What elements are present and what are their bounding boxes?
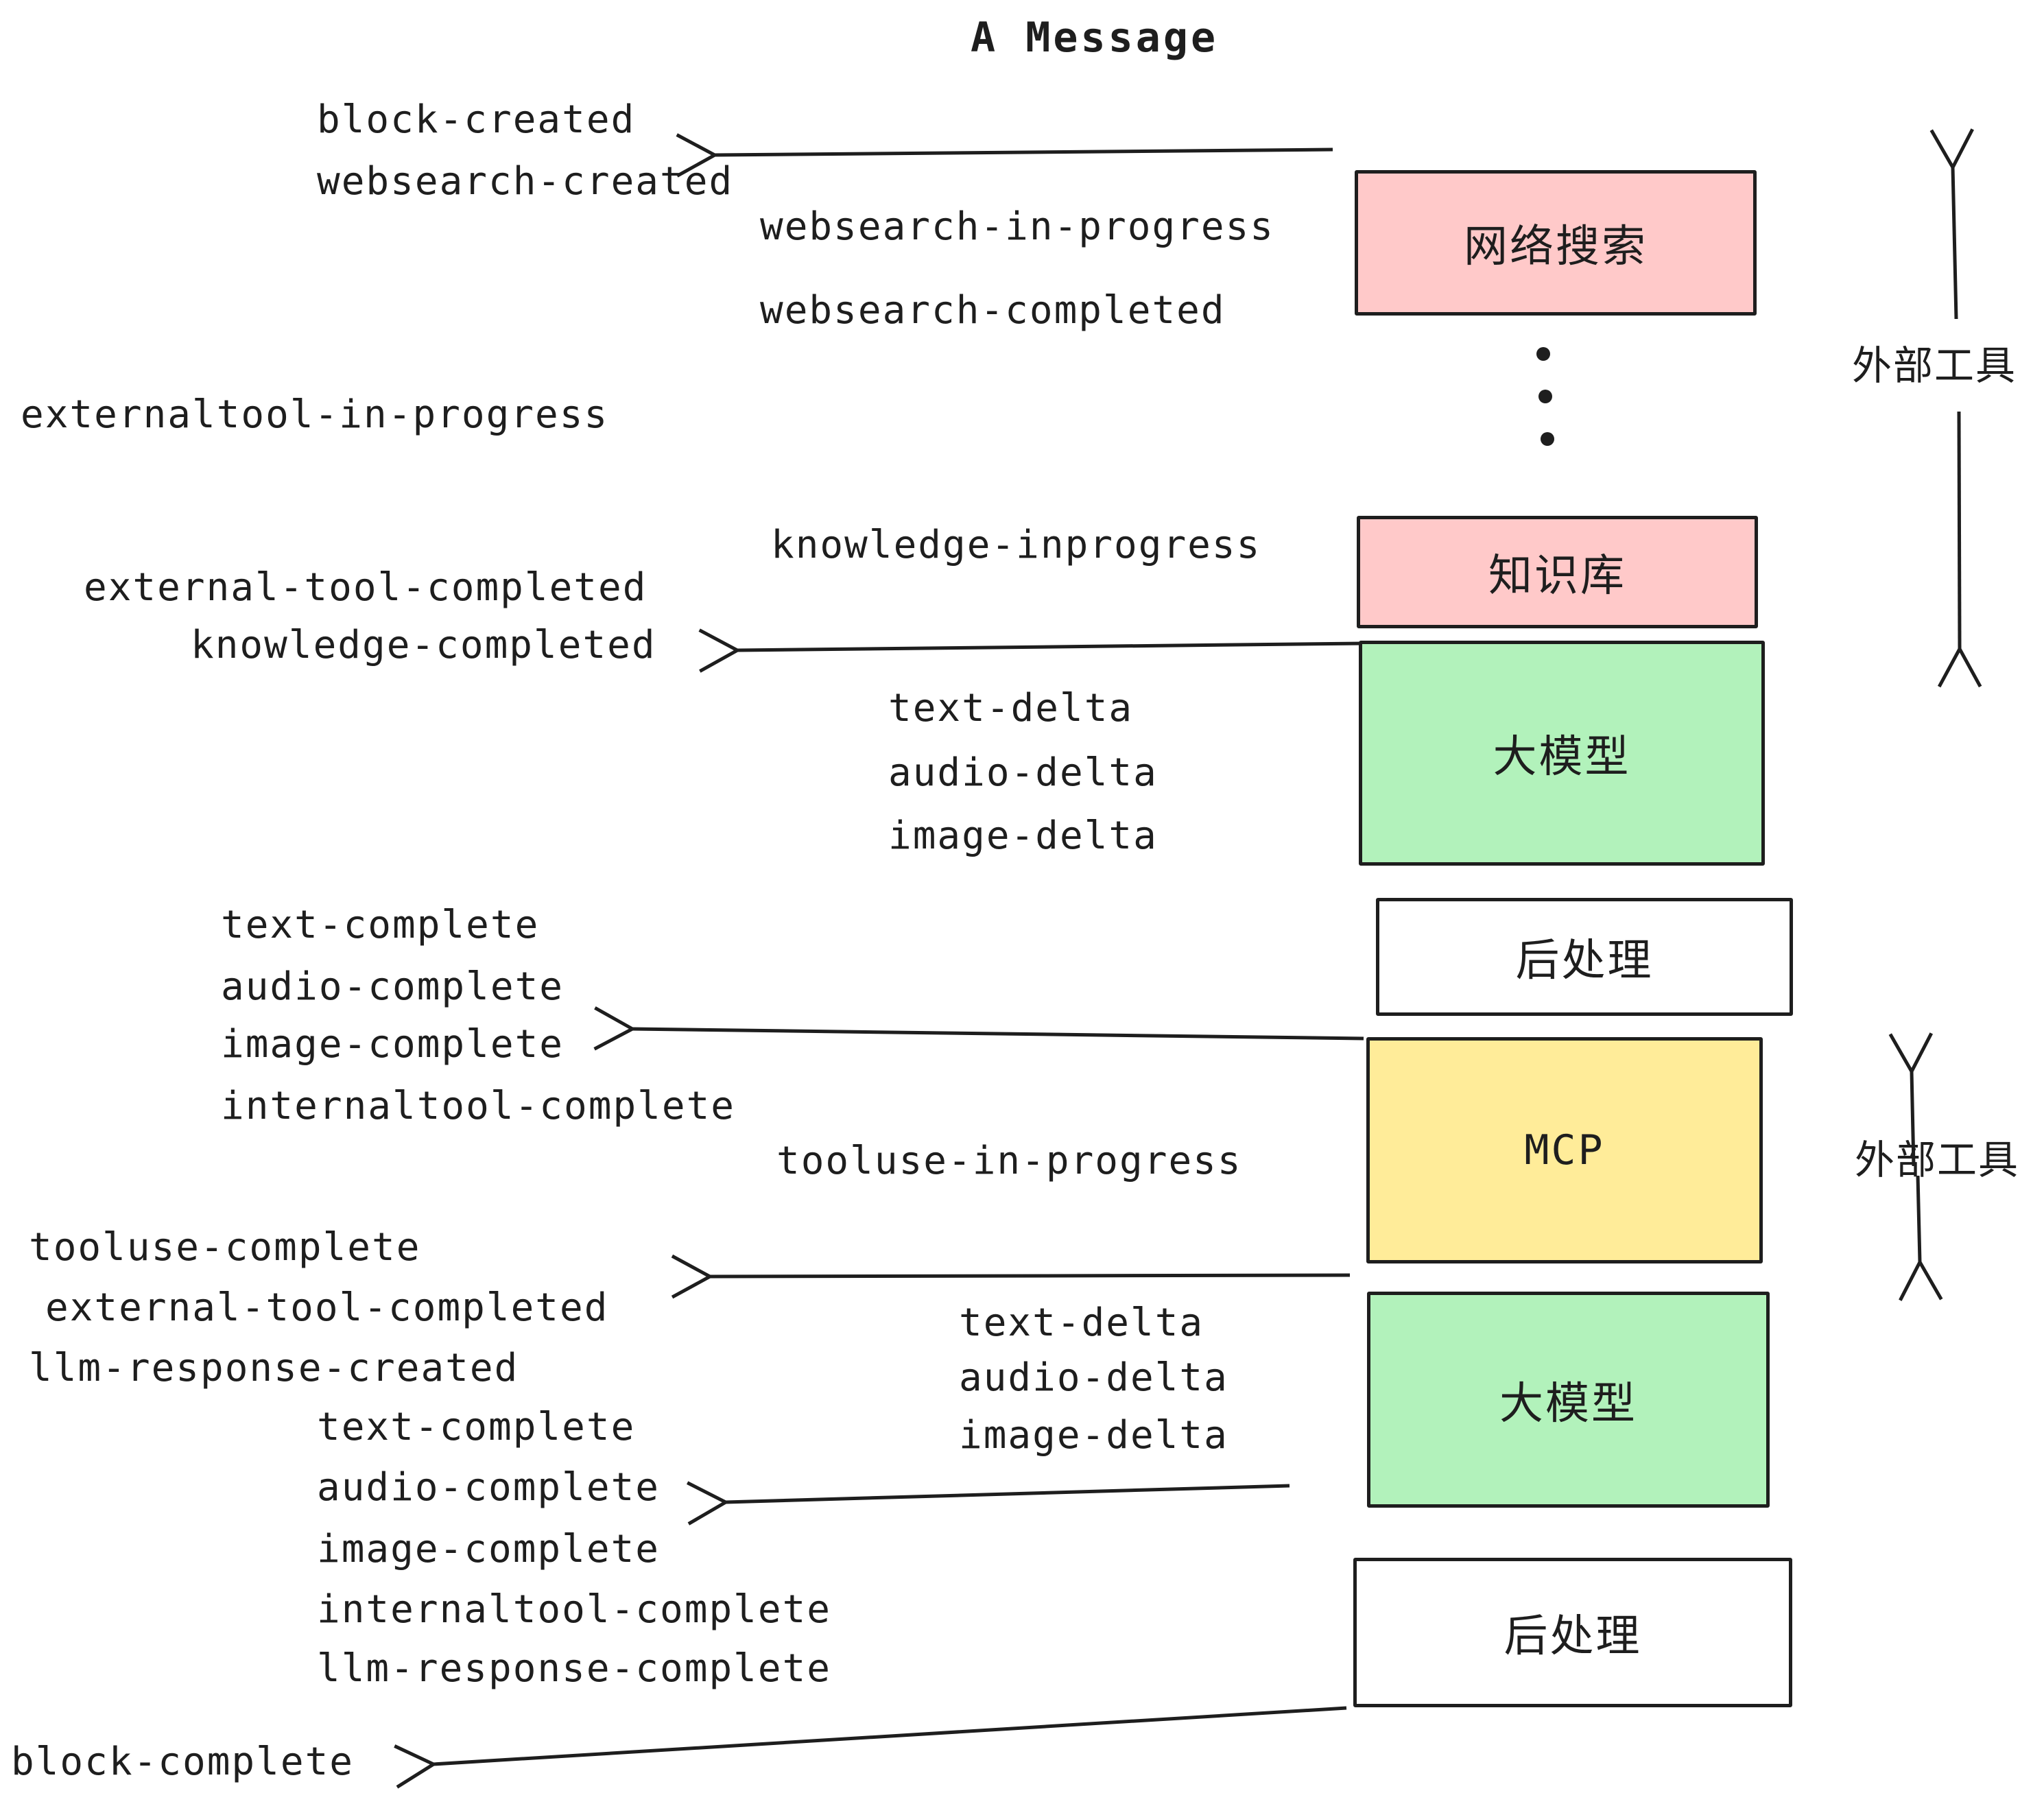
- box-llm-2-label: 大模型: [1499, 1378, 1637, 1429]
- external-tools-label-top: 外部工具: [1852, 342, 2017, 389]
- event-text-complete-1: text-complete: [221, 903, 540, 947]
- external-tools-label-mid: 外部工具: [1855, 1137, 2020, 1183]
- box-knowledge-label: 知识库: [1488, 551, 1626, 602]
- arrow-external-tools-top-down: [1959, 411, 1960, 649]
- event-audio-delta-1: audio-delta: [888, 750, 1158, 795]
- event-image-delta-2: image-delta: [959, 1413, 1228, 1458]
- box-mcp: MCP: [1366, 1037, 1763, 1263]
- box-postprocess-2-label: 后处理: [1504, 1611, 1642, 1662]
- ellipsis-dot: [1541, 432, 1554, 446]
- diagram-title: A Message: [971, 14, 1219, 62]
- event-audio-complete-1: audio-complete: [221, 964, 565, 1009]
- box-llm-2: 大模型: [1367, 1292, 1770, 1508]
- arrow-image-complete: [632, 1029, 1364, 1039]
- event-audio-complete-2: audio-complete: [317, 1465, 661, 1510]
- event-websearch-in-progress: websearch-in-progress: [760, 204, 1275, 249]
- event-block-created: block-created: [317, 97, 636, 142]
- event-internaltool-complete-2: internaltool-complete: [317, 1587, 832, 1632]
- arrow-external-tools-top-up: [1953, 167, 1956, 320]
- event-tooluse-complete: tooluse-complete: [29, 1225, 421, 1270]
- box-knowledge: 知识库: [1357, 516, 1758, 628]
- event-knowledge-inprogress: knowledge-inprogress: [771, 523, 1261, 567]
- event-external-tool-completed: external-tool-completed: [84, 565, 647, 610]
- event-audio-delta-2: audio-delta: [959, 1355, 1228, 1400]
- arrow-block-complete: [433, 1706, 1347, 1764]
- event-externaltool-in-progress: externaltool-in-progress: [21, 392, 609, 437]
- event-text-delta-1: text-delta: [888, 686, 1134, 731]
- event-image-complete-2: image-complete: [317, 1527, 661, 1571]
- event-websearch-created: websearch-created: [317, 159, 734, 204]
- box-postprocess-1-label: 后处理: [1515, 936, 1654, 986]
- box-llm-1: 大模型: [1359, 641, 1765, 866]
- event-image-complete-1: image-complete: [221, 1022, 565, 1067]
- arrow-external-tools-mid-down: [1918, 1175, 1920, 1262]
- arrow-tooluse-complete: [710, 1275, 1351, 1277]
- event-block-complete: block-complete: [11, 1740, 355, 1784]
- event-tooluse-in-progress: tooluse-in-progress: [776, 1139, 1242, 1183]
- box-websearch: 网络搜索: [1355, 170, 1757, 316]
- arrow-block-created: [715, 150, 1333, 155]
- arrow-knowledge-completed: [737, 643, 1364, 650]
- box-websearch-label: 网络搜索: [1464, 222, 1648, 272]
- box-postprocess-2: 后处理: [1353, 1558, 1792, 1707]
- box-llm-1-label: 大模型: [1493, 732, 1631, 783]
- event-image-delta-1: image-delta: [888, 814, 1158, 858]
- event-llm-response-created: llm-response-created: [29, 1346, 519, 1390]
- box-postprocess-1: 后处理: [1376, 898, 1793, 1016]
- event-websearch-completed: websearch-completed: [760, 288, 1226, 333]
- box-mcp-label: MCP: [1524, 1126, 1605, 1174]
- ellipsis-dot: [1538, 390, 1552, 403]
- event-text-delta-2: text-delta: [959, 1301, 1204, 1345]
- event-llm-response-complete: llm-response-complete: [317, 1646, 832, 1691]
- event-knowledge-completed: knowledge-completed: [191, 623, 656, 667]
- arrow-audio-complete: [726, 1486, 1290, 1502]
- ellipsis-dot: [1536, 347, 1550, 361]
- event-internaltool-complete-1: internaltool-complete: [221, 1084, 736, 1128]
- event-text-complete-2: text-complete: [317, 1405, 636, 1449]
- event-external-tool-completed-2: external-tool-completed: [45, 1285, 609, 1330]
